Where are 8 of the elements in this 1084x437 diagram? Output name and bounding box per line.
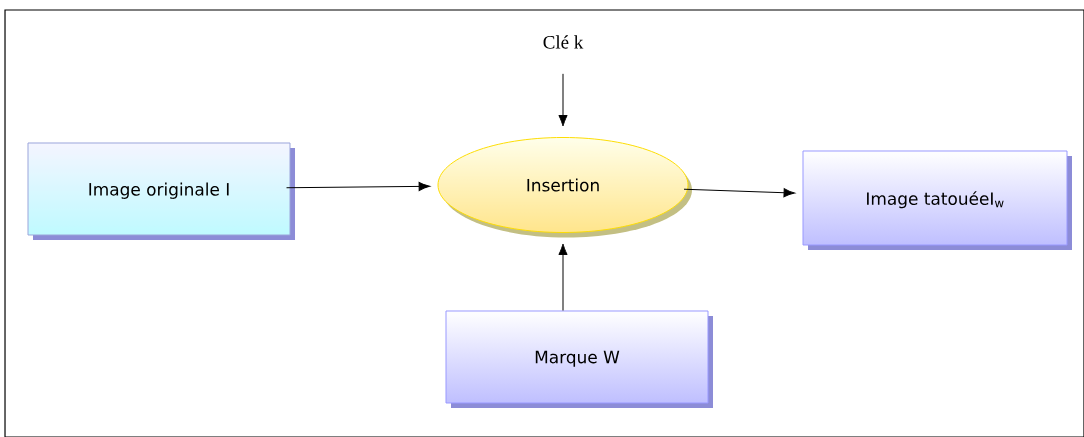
process-box: Image originale I bbox=[27, 142, 295, 240]
process-box: Marque W bbox=[445, 310, 713, 408]
arrow bbox=[558, 243, 568, 311]
arrow bbox=[683, 188, 796, 198]
arrow bbox=[558, 73, 568, 127]
process-box: Image tatouéeI$_{w}$ bbox=[802, 150, 1072, 250]
key-label: Clé k bbox=[543, 35, 584, 49]
arrow bbox=[286, 181, 431, 191]
